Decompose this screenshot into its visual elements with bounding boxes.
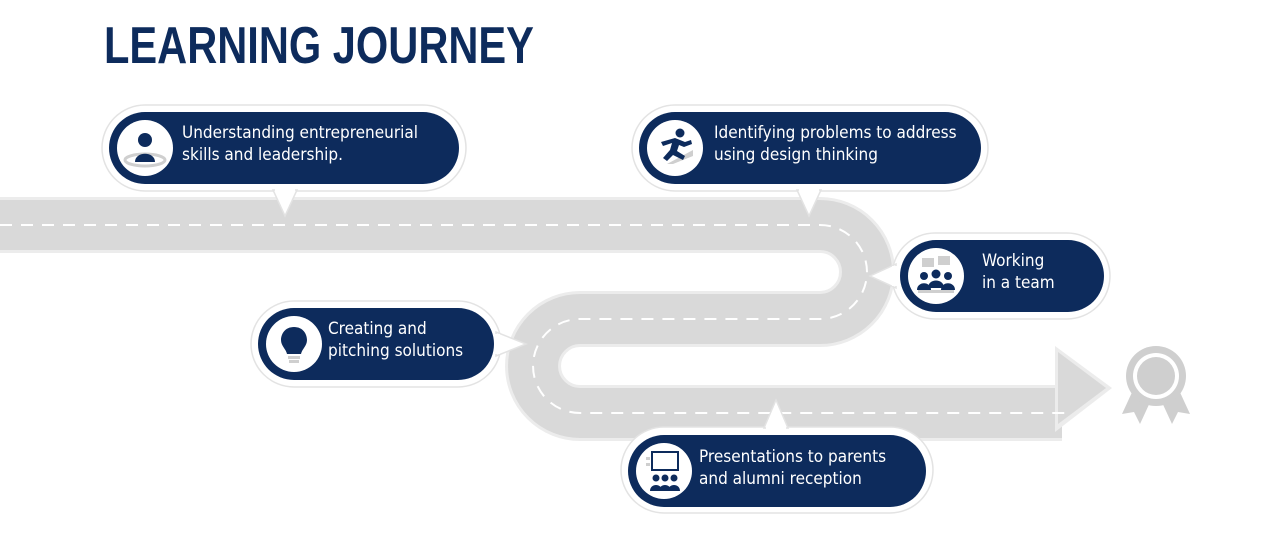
lightbulb-icon xyxy=(266,316,322,372)
step-leadership: Understanding entrepreneurial skills and… xyxy=(101,104,467,220)
step-label-line2: skills and leadership. xyxy=(182,145,343,165)
team-icon xyxy=(908,248,964,304)
award-ribbon-icon xyxy=(1122,346,1190,424)
step-label-line2: and alumni reception xyxy=(699,469,862,489)
step-label-line1: Creating and xyxy=(328,319,427,339)
step-label-line2: in a team xyxy=(982,273,1055,293)
step-design-thinking: Identifying problems to address using de… xyxy=(631,104,991,220)
presentation-icon xyxy=(636,443,692,499)
step-label-line1: Understanding entrepreneurial xyxy=(182,123,418,143)
step-team: Working in a team xyxy=(868,232,1114,322)
step-presentations: Presentations to parents and alumni rece… xyxy=(620,398,936,516)
step-pitching: Creating and pitching solutions xyxy=(250,300,530,390)
person-icon xyxy=(117,120,173,176)
hurdle-jumper-icon xyxy=(647,120,703,176)
step-label-line2: using design thinking xyxy=(714,145,878,165)
step-label-line1: Presentations to parents xyxy=(699,447,887,467)
step-label-line1: Identifying problems to address xyxy=(714,123,957,143)
step-label-line1: Working xyxy=(982,251,1045,271)
step-label-line2: pitching solutions xyxy=(328,341,464,361)
page-title: LEARNING JOURNEY xyxy=(104,17,534,75)
